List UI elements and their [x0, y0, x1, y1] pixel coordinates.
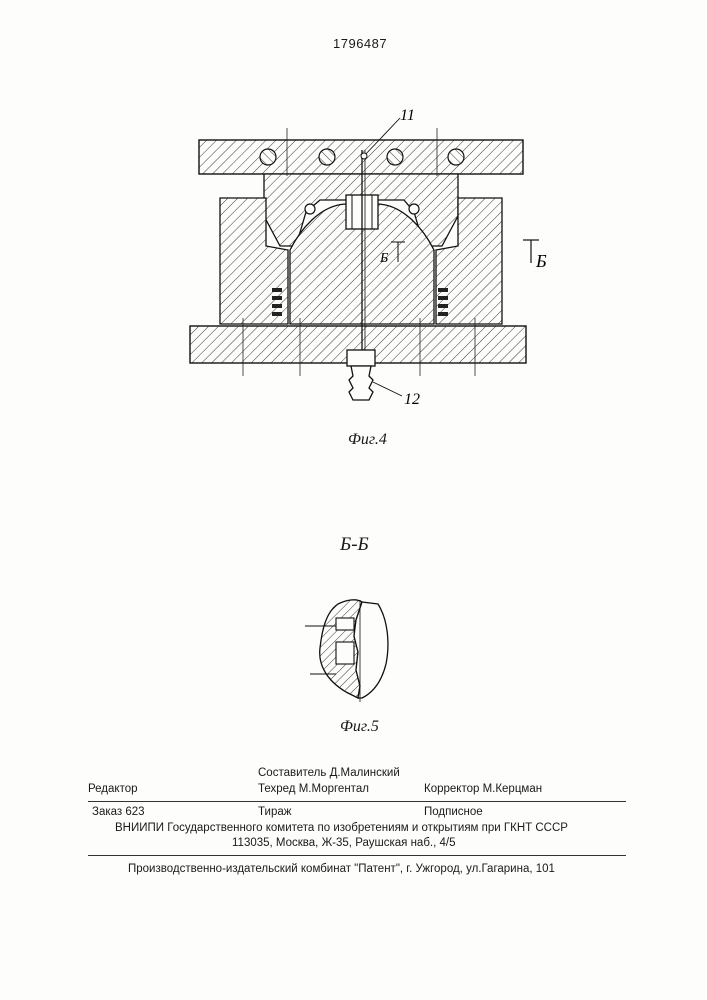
editor-label: Редактор: [88, 783, 138, 795]
section-mark-outer-label: Б: [535, 251, 547, 271]
section-insert: [354, 602, 388, 698]
figure-4-drawing: 11 12 Б Б: [0, 0, 707, 470]
techred: Техред М.Моргентал: [258, 783, 369, 795]
divider-top: [88, 801, 626, 802]
nozzle-fitting-12: [347, 350, 375, 400]
hinge-pin-left: [305, 204, 315, 214]
corrector: Корректор М.Керцман: [424, 783, 542, 795]
figure-5-caption: Фиг.5: [340, 718, 379, 736]
circulation: Тираж: [258, 806, 291, 818]
callout-12: 12: [404, 391, 420, 408]
publisher: Производственно-издательский комбинат "П…: [128, 863, 555, 875]
compiler: Составитель Д.Малинский: [258, 767, 400, 779]
figure-5-drawing: [0, 560, 707, 710]
divider-bottom: [88, 855, 626, 856]
institute: ВНИИПИ Государственного комитета по изоб…: [115, 822, 568, 834]
figure-4-caption: Фиг.4: [348, 431, 387, 449]
subscription: Подписное: [424, 806, 483, 818]
callout-11: 11: [400, 107, 415, 124]
section-mark-inner-label: Б: [379, 251, 388, 266]
hinge-pin-right: [409, 204, 419, 214]
order: Заказ 623: [92, 806, 145, 818]
leader-12: [373, 382, 402, 396]
address: 113035, Москва, Ж-35, Раушская наб., 4/5: [232, 837, 455, 849]
section-title: Б-Б: [340, 534, 369, 556]
